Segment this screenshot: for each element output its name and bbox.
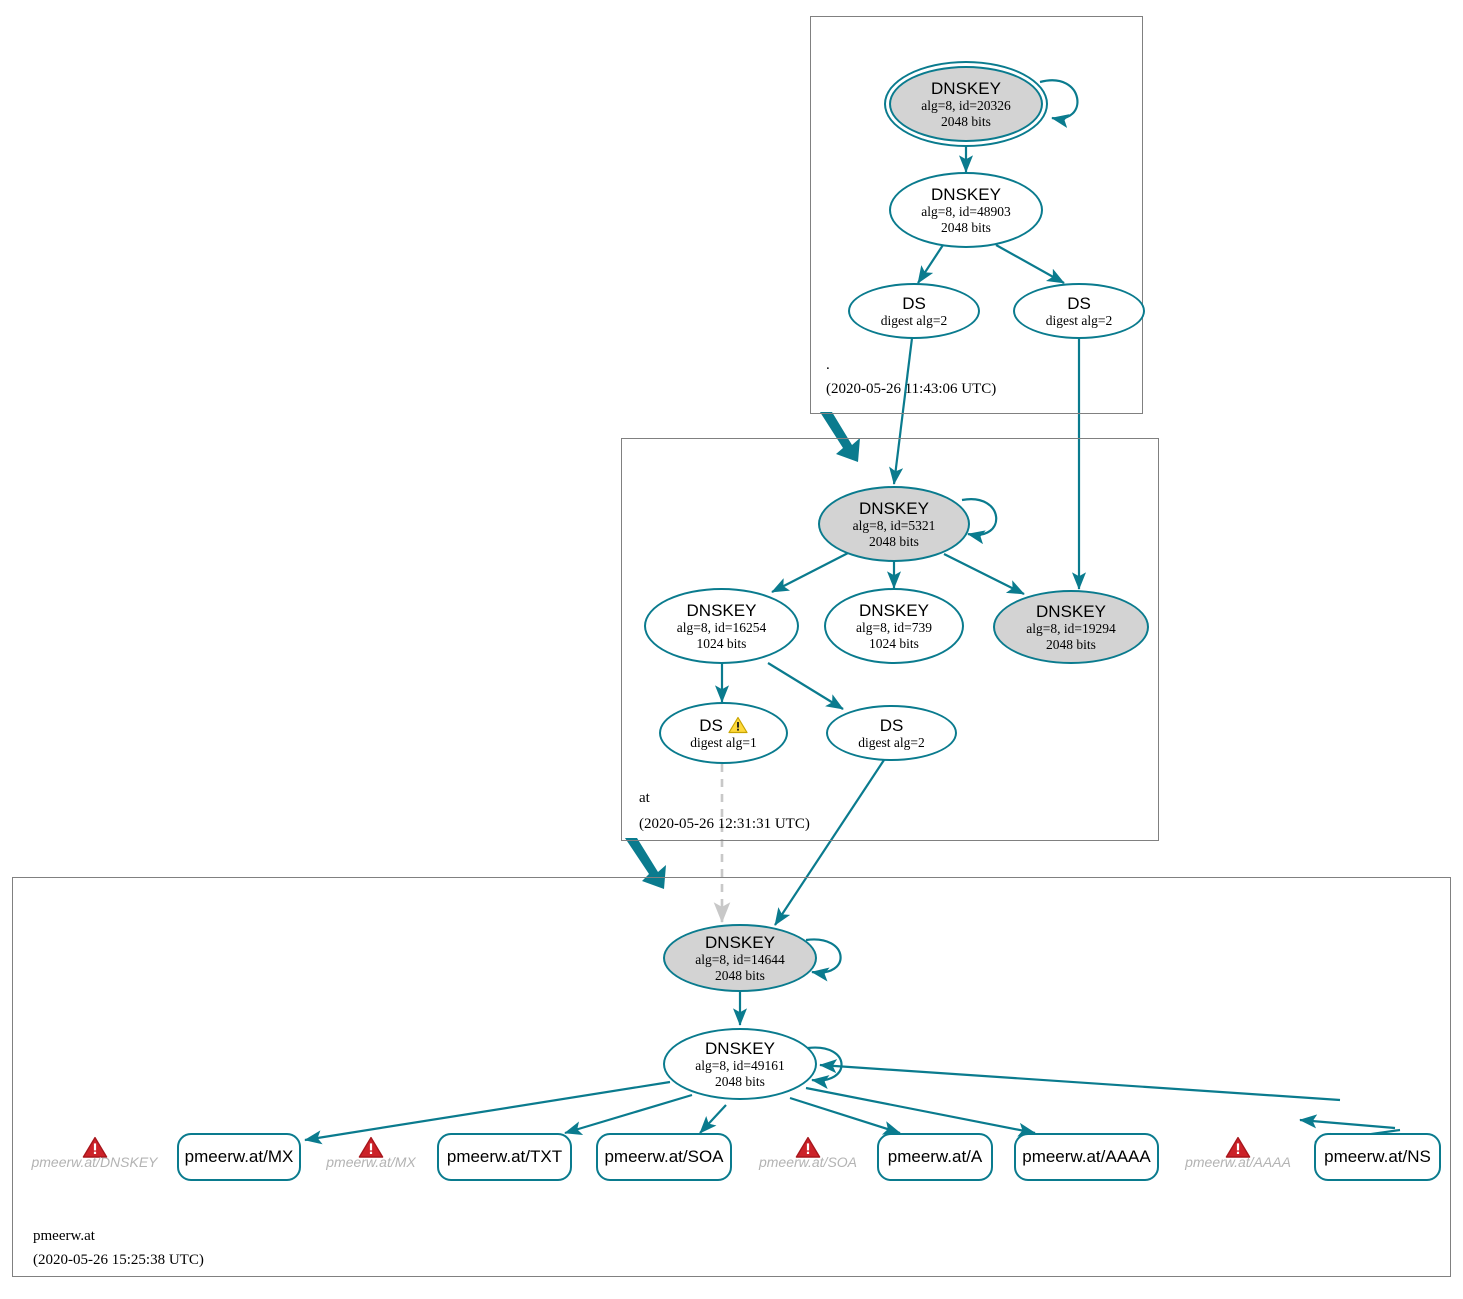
rrset-pmeerw-at-mx[interactable]: pmeerw.at/MX <box>177 1133 301 1181</box>
node-params: digest alg=1 <box>690 734 757 750</box>
rrset-pmeerw-at-ns[interactable]: pmeerw.at/NS <box>1314 1133 1441 1181</box>
node-title: DS <box>1067 293 1091 313</box>
error-label: pmeerw.at/SOA <box>758 1154 858 1170</box>
node-dnskey-pmeerw-zsk[interactable]: DNSKEY alg=8, id=49161 2048 bits <box>663 1028 817 1100</box>
node-title: DS <box>902 293 926 313</box>
error-triangle-icon <box>358 1136 384 1158</box>
node-dnskey-root-ksk[interactable]: DNSKEY alg=8, id=20326 2048 bits <box>889 66 1043 142</box>
node-params: alg=8, id=48903 <box>921 204 1011 220</box>
node-params: alg=8, id=19294 <box>1026 621 1116 637</box>
rrset-pmeerw-at-soa[interactable]: pmeerw.at/SOA <box>596 1133 732 1181</box>
error-item-pmeerw-at-mx[interactable]: pmeerw.at/MX <box>321 1136 421 1170</box>
node-dnskey-root-zsk[interactable]: DNSKEY alg=8, id=48903 2048 bits <box>889 172 1043 248</box>
node-title: DS <box>699 716 748 735</box>
node-dnskey-at-ksk[interactable]: DNSKEY alg=8, id=5321 2048 bits <box>818 486 970 562</box>
error-item-pmeerw-at-soa[interactable]: pmeerw.at/SOA <box>756 1136 860 1170</box>
node-dnskey-at-16254[interactable]: DNSKEY alg=8, id=16254 1024 bits <box>644 588 799 664</box>
warning-triangle-icon <box>728 717 748 734</box>
node-keysize: 1024 bits <box>869 635 919 651</box>
node-params: digest alg=2 <box>880 312 948 328</box>
node-keysize: 1024 bits <box>696 635 747 651</box>
node-title-text: DS <box>699 715 723 735</box>
rrset-pmeerw-at-a[interactable]: pmeerw.at/A <box>877 1133 993 1181</box>
zone-box-pmeerw <box>12 877 1451 1277</box>
node-dnskey-pmeerw-ksk[interactable]: DNSKEY alg=8, id=14644 2048 bits <box>663 924 817 992</box>
node-title: DNSKEY <box>859 601 929 621</box>
node-params: digest alg=2 <box>858 734 925 750</box>
node-keysize: 2048 bits <box>869 533 919 549</box>
error-label: pmeerw.at/MX <box>326 1154 416 1170</box>
node-title: DNSKEY <box>859 499 929 519</box>
zone-timestamp-root: (2020-05-26 11:43:06 UTC) <box>826 381 997 397</box>
node-title: DNSKEY <box>705 933 775 953</box>
error-item-pmeerw-at-aaaa[interactable]: pmeerw.at/AAAA <box>1181 1136 1295 1170</box>
error-item-pmeerw-at-dnskey[interactable]: pmeerw.at/DNSKEY <box>28 1136 161 1170</box>
error-label: pmeerw.at/AAAA <box>1185 1154 1291 1170</box>
node-dnskey-at-739[interactable]: DNSKEY alg=8, id=739 1024 bits <box>824 588 964 664</box>
zone-box-at <box>621 438 1159 841</box>
rrset-pmeerw-at-txt[interactable]: pmeerw.at/TXT <box>437 1133 572 1181</box>
rrset-pmeerw-at-aaaa[interactable]: pmeerw.at/AAAA <box>1014 1133 1159 1181</box>
node-params: alg=8, id=14644 <box>695 952 785 968</box>
error-label: pmeerw.at/DNSKEY <box>31 1154 158 1170</box>
node-ds-at-alg2[interactable]: DS digest alg=2 <box>826 705 957 761</box>
error-triangle-icon <box>1225 1136 1251 1158</box>
node-title: DS <box>879 715 904 735</box>
node-ds-root-1[interactable]: DS digest alg=2 <box>848 283 980 339</box>
zone-label-root: . <box>826 357 830 373</box>
node-title: DNSKEY <box>686 601 757 621</box>
node-params: alg=8, id=739 <box>856 620 932 636</box>
node-title: DNSKEY <box>931 79 1001 99</box>
zone-timestamp-at: (2020-05-26 12:31:31 UTC) <box>639 816 810 832</box>
zone-box-root <box>810 16 1143 414</box>
node-ds-at-alg1[interactable]: DS digest alg=1 <box>659 702 788 764</box>
error-triangle-icon <box>82 1136 107 1158</box>
node-title: DNSKEY <box>1036 602 1106 622</box>
zone-label-pmeerw: pmeerw.at <box>33 1228 95 1244</box>
node-params: alg=8, id=5321 <box>852 518 936 534</box>
node-params: digest alg=2 <box>1045 312 1113 328</box>
node-dnskey-at-19294[interactable]: DNSKEY alg=8, id=19294 2048 bits <box>993 590 1149 664</box>
node-keysize: 2048 bits <box>715 967 765 983</box>
node-params: alg=8, id=20326 <box>921 98 1011 114</box>
zone-label-at: at <box>639 790 650 806</box>
node-keysize: 2048 bits <box>941 219 991 235</box>
node-title: DNSKEY <box>705 1039 775 1059</box>
node-keysize: 2048 bits <box>1046 636 1096 652</box>
zone-timestamp-pmeerw: (2020-05-26 15:25:38 UTC) <box>33 1252 204 1268</box>
node-keysize: 2048 bits <box>715 1073 765 1089</box>
node-title: DNSKEY <box>931 185 1001 205</box>
node-ds-root-2[interactable]: DS digest alg=2 <box>1013 283 1145 339</box>
node-params: alg=8, id=16254 <box>676 620 767 636</box>
node-params: alg=8, id=49161 <box>695 1058 785 1074</box>
node-keysize: 2048 bits <box>941 113 991 129</box>
error-triangle-icon <box>795 1136 821 1158</box>
